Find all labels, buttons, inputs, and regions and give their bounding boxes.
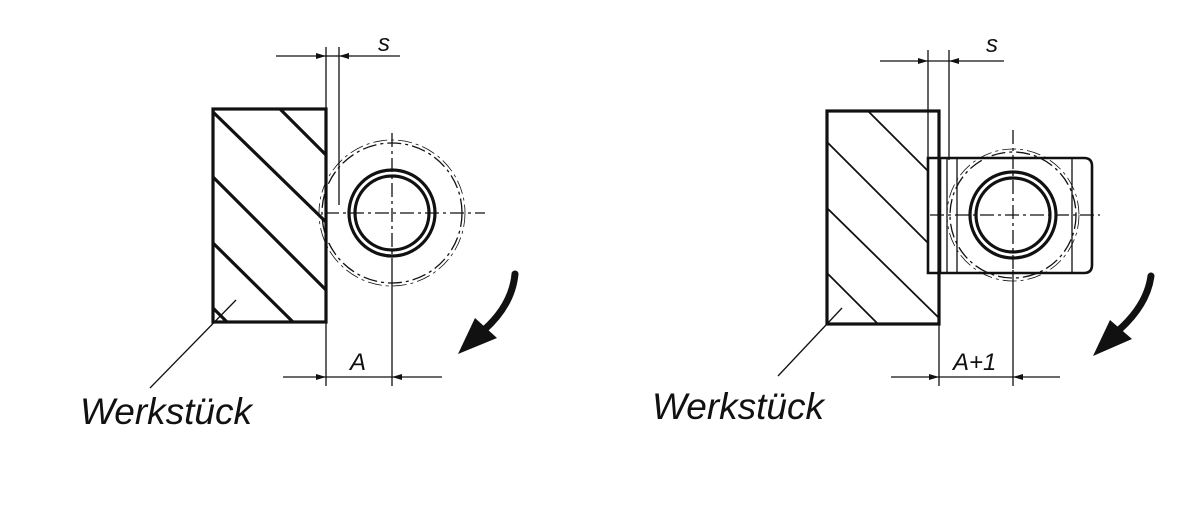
distance-label: A — [348, 349, 366, 376]
workpiece-section — [825, 109, 941, 326]
right-figure: s A+1 Werkstück — [652, 31, 1155, 427]
distance-dimension: A — [283, 349, 442, 380]
gap-dimension: s — [276, 30, 400, 59]
left-figure: s A Werkstück — [80, 30, 519, 432]
clamp-nut — [318, 133, 485, 386]
leader-line — [777, 307, 843, 377]
clamp-nut — [930, 130, 1100, 386]
gap-label: s — [378, 30, 390, 57]
gap-label: s — [986, 31, 998, 58]
leader-line — [149, 299, 237, 389]
distance-dimension: A+1 — [891, 349, 1060, 380]
rotation-arrow-icon — [458, 270, 519, 354]
distance-label: A+1 — [951, 349, 996, 376]
workpiece-label: Werkstück — [652, 386, 827, 427]
workpiece-section — [211, 107, 328, 324]
gap-dimension: s — [880, 31, 1004, 64]
rotation-arrow-icon — [1093, 272, 1155, 356]
workpiece-label: Werkstück — [80, 391, 255, 432]
